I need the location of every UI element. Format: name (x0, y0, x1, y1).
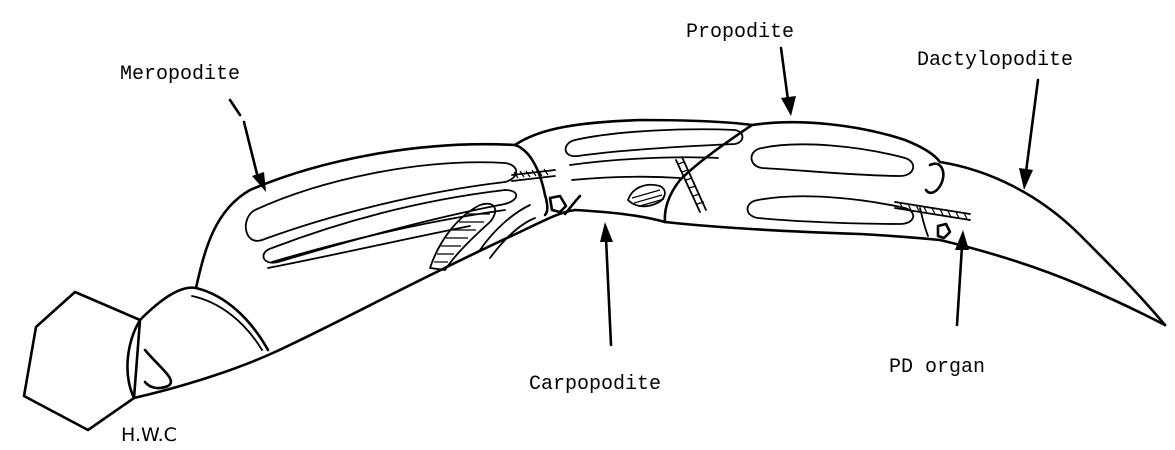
dactylopodite-arrow (1019, 80, 1038, 190)
propodite-segment (665, 122, 940, 240)
carpopodite-arrow (600, 222, 613, 345)
ischium-segment (140, 288, 268, 350)
carpopodite-label: Carpopodite (529, 373, 661, 396)
dactylopodite-segment (940, 162, 1165, 325)
propodite-arrow (781, 48, 796, 116)
mero-carpo-joint (512, 145, 566, 215)
meropodite-label: Meropodite (120, 63, 240, 86)
author-initials: H.W.C (121, 424, 177, 446)
dactylopodite-label: Dactylopodite (917, 49, 1073, 72)
propodite-label: Propodite (686, 21, 794, 44)
pd-organ-label: PD organ (889, 356, 985, 379)
meropodite-arrow (230, 100, 266, 192)
meropodite-segment (134, 144, 575, 398)
